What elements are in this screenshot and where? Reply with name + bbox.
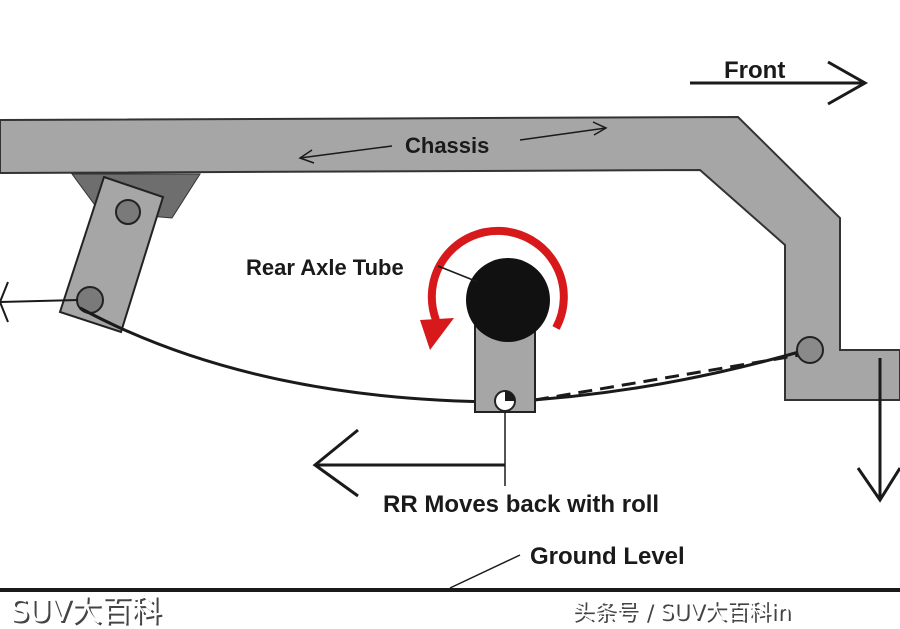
rotation-arrow-icon bbox=[420, 226, 568, 350]
front-spring-eye bbox=[796, 336, 824, 364]
rear-axle-leader bbox=[437, 265, 479, 283]
rr-moves-label: RR Moves back with roll bbox=[383, 491, 659, 518]
watermark-right-shadow: 头条号 / SUV大百科in bbox=[574, 602, 793, 627]
chassis-frame bbox=[0, 115, 900, 401]
backward-arrow-icon bbox=[312, 412, 506, 498]
ground-leader bbox=[449, 554, 521, 589]
axle-pivot-mark bbox=[505, 391, 515, 401]
chassis-label: Chassis bbox=[405, 133, 489, 158]
shackle-pivot-top bbox=[115, 199, 141, 225]
chassis-double-arrow-icon bbox=[298, 121, 608, 164]
rear-axle-tube bbox=[466, 258, 550, 342]
front-arrow-icon bbox=[690, 60, 869, 106]
leaf-spring-dashed bbox=[534, 352, 807, 402]
ground-level-label: Ground Level bbox=[530, 543, 685, 570]
front-label: Front bbox=[724, 57, 785, 84]
down-arrow-icon bbox=[856, 358, 900, 503]
watermark-left: SUV大百科 bbox=[10, 594, 162, 629]
shackle-link bbox=[58, 175, 165, 334]
rear-axle-tube-label: Rear Axle Tube bbox=[246, 255, 404, 280]
watermark-right: 头条号 / SUV大百科in bbox=[572, 600, 791, 625]
left-edge-arrow-icon bbox=[0, 281, 79, 323]
watermark-left-shadow: SUV大百科 bbox=[12, 596, 164, 629]
